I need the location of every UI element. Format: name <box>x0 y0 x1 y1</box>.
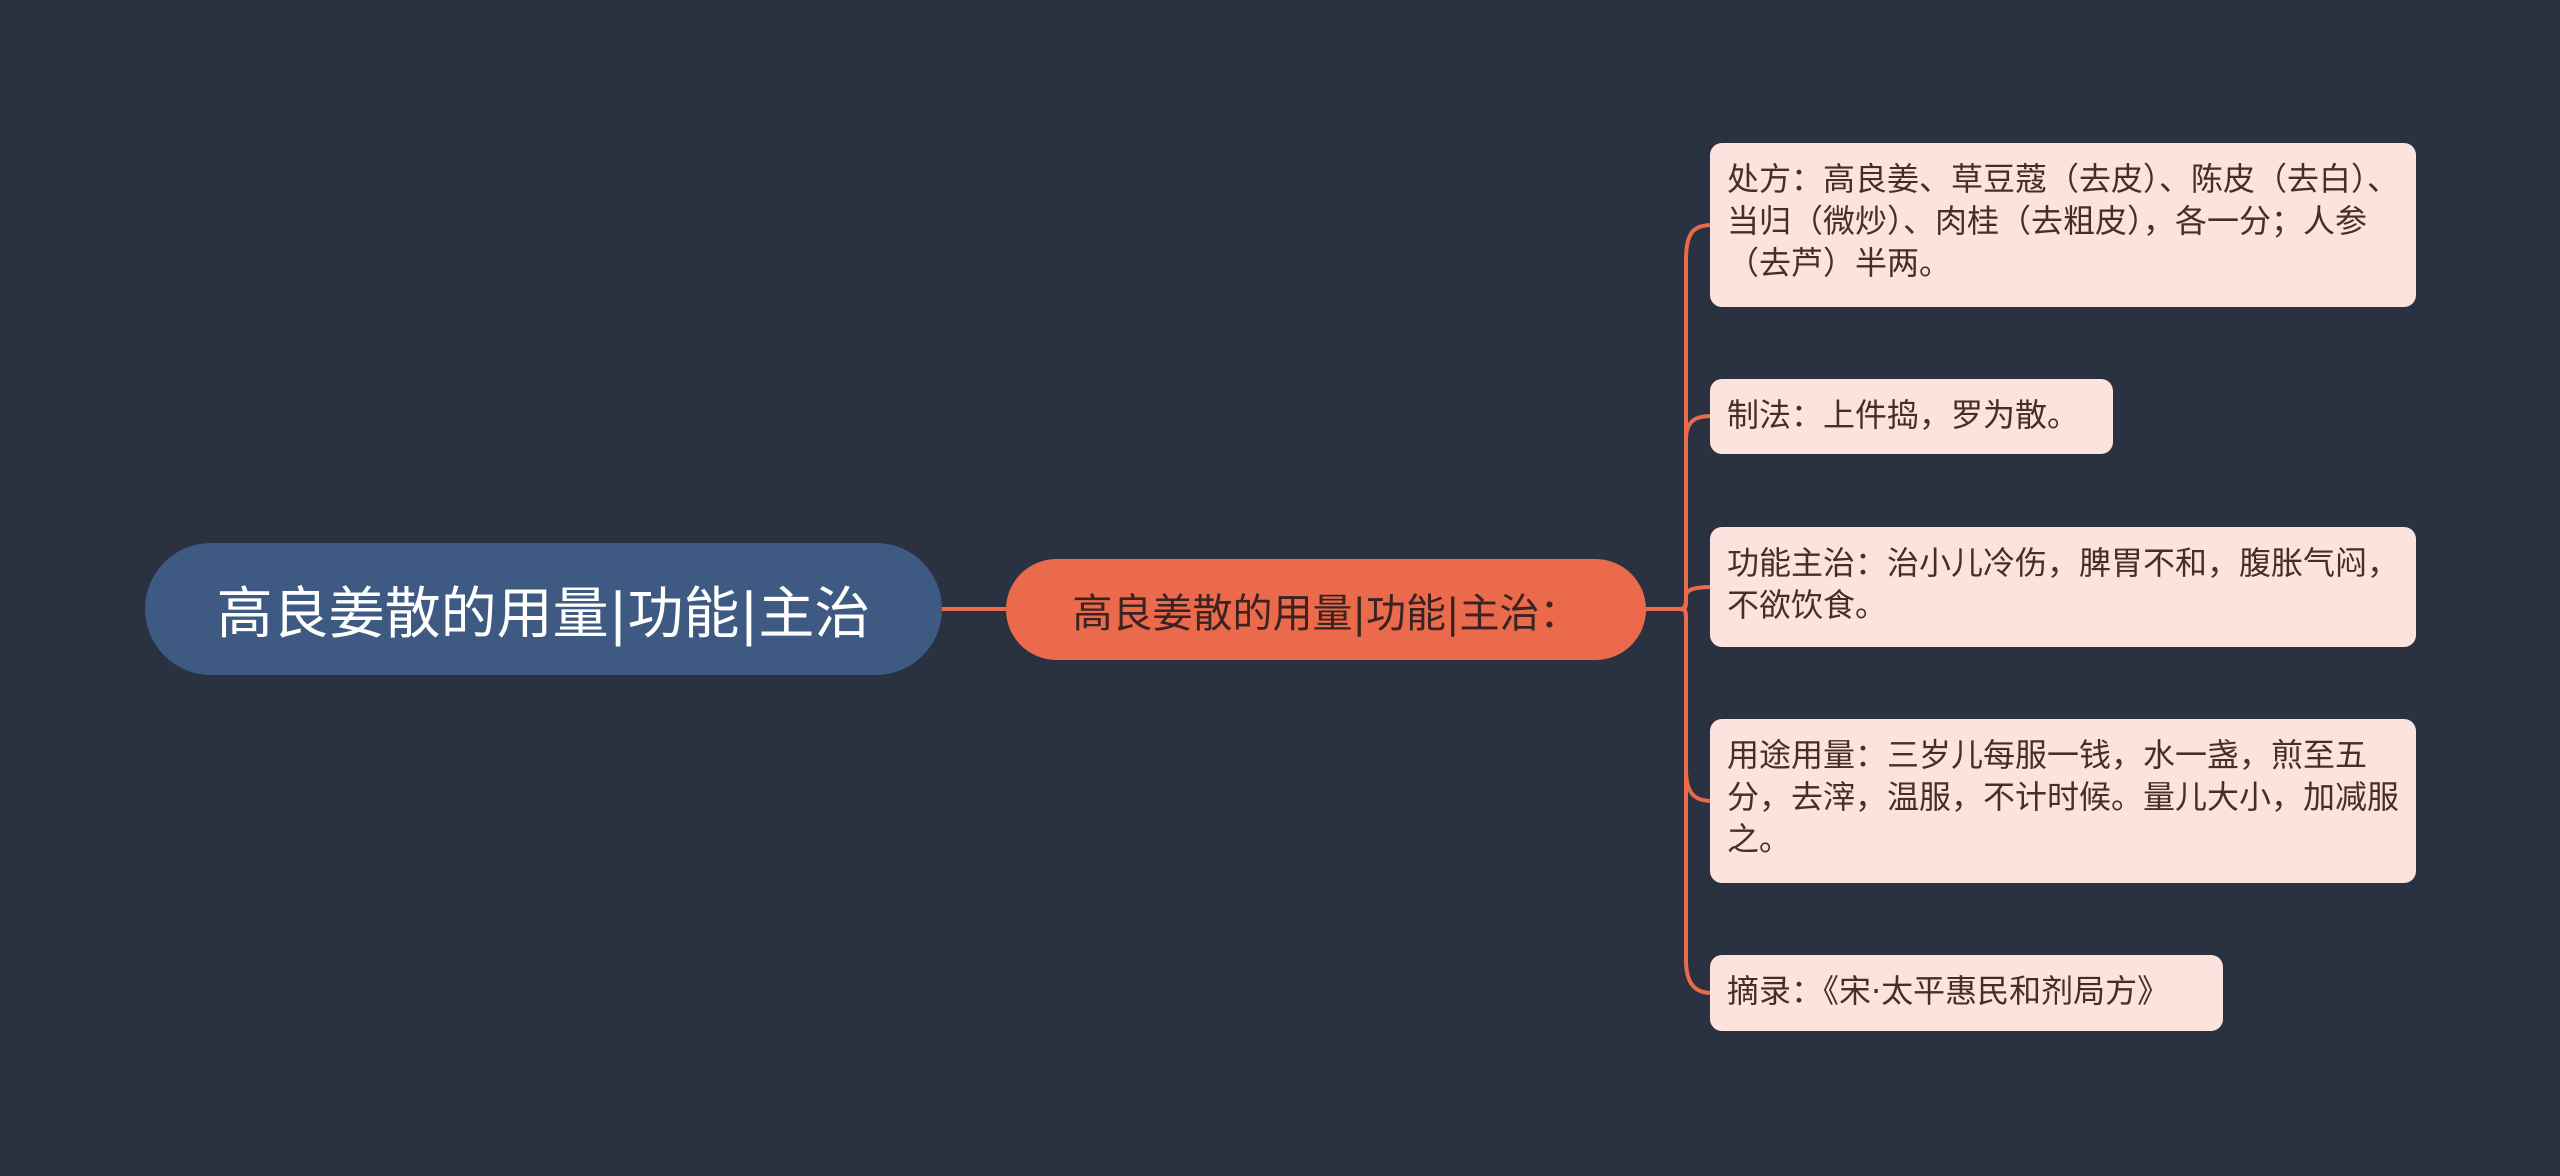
leaf-topic-label: 处方：高良姜、草豆蔻（去皮）、陈皮（去白）、当归（微炒）、肉桂（去粗皮），各一分… <box>1727 160 2400 282</box>
branch-topic[interactable]: 高良姜散的用量|功能|主治： <box>1006 559 1646 660</box>
root-topic-label: 高良姜散的用量|功能|主治 <box>216 581 871 647</box>
leaf-topic-label: 制法：上件捣，罗为散。 <box>1727 396 2080 434</box>
connector-branch-to-leaf-1 <box>1646 414 1713 611</box>
leaf-topic-label: 功能主治：治小儿冷伤，脾胃不和，腹胀气闷，不欲饮食。 <box>1727 544 2400 624</box>
leaf-topic-source[interactable]: 摘录：《宋·太平惠民和剂局方》 <box>1710 955 2223 1031</box>
root-topic[interactable]: 高良姜散的用量|功能|主治 <box>145 543 942 675</box>
leaf-topic-dosage[interactable]: 用途用量：三岁儿每服一钱，水一盏，煎至五分，去滓，温服，不计时候。量儿大小，加减… <box>1710 719 2416 883</box>
leaf-topic-preparation[interactable]: 制法：上件捣，罗为散。 <box>1710 379 2113 454</box>
connector-branch-to-leaf-3 <box>1646 607 1713 803</box>
leaf-topic-indications[interactable]: 功能主治：治小儿冷伤，脾胃不和，腹胀气闷，不欲饮食。 <box>1710 527 2416 647</box>
connector-branch-to-leaf-4 <box>1646 607 1713 995</box>
branch-topic-label: 高良姜散的用量|功能|主治： <box>1072 590 1580 637</box>
leaf-topic-prescription[interactable]: 处方：高良姜、草豆蔻（去皮）、陈皮（去白）、当归（微炒）、肉桂（去粗皮），各一分… <box>1710 143 2416 307</box>
leaf-topic-label: 摘录：《宋·太平惠民和剂局方》 <box>1727 972 2170 1010</box>
leaf-topic-label: 用途用量：三岁儿每服一钱，水一盏，煎至五分，去滓，温服，不计时候。量儿大小，加减… <box>1727 736 2400 858</box>
connector-branch-to-leaf-2 <box>1646 585 1713 611</box>
